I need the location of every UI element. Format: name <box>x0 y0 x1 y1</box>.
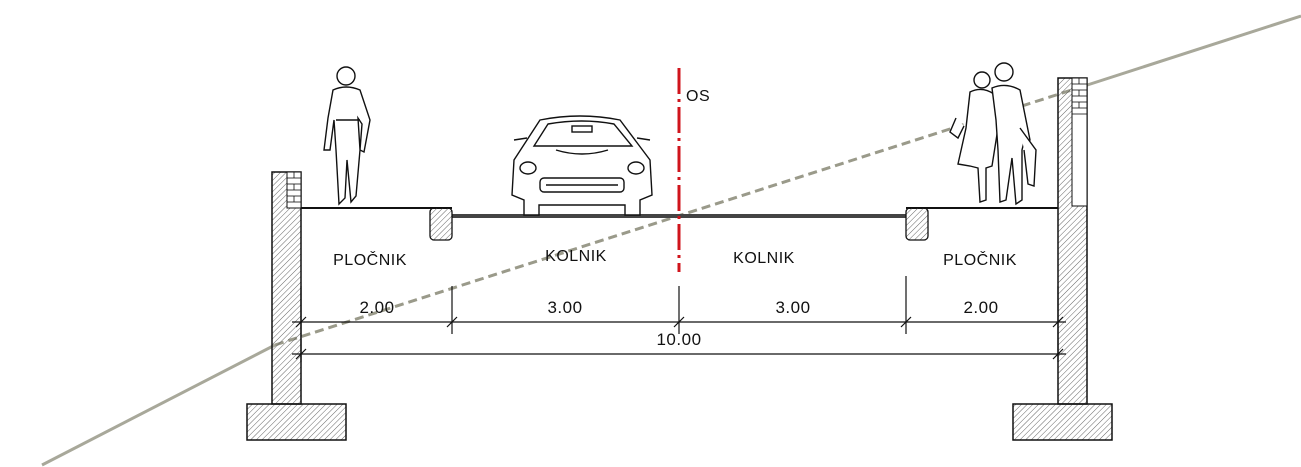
dim-left-sidewalk: 2.00 <box>359 298 395 317</box>
man-walking-icon <box>323 66 371 206</box>
couple-walking-icon <box>949 62 1037 206</box>
left-sidewalk-label: PLOČNIK <box>333 252 407 269</box>
left-wall <box>246 171 347 441</box>
terrain-line <box>41 14 1301 467</box>
right-lane-label: KOLNIK <box>733 250 795 267</box>
left-lane-label: KOLNIK <box>545 248 607 265</box>
axis-label: OS <box>686 88 711 105</box>
right-wall <box>1012 77 1113 441</box>
dim-left-lane: 3.00 <box>547 298 583 317</box>
dim-total: 10.00 <box>656 330 702 349</box>
car-front-icon <box>511 115 653 216</box>
dim-right-lane: 3.00 <box>775 298 811 317</box>
right-sidewalk-label: PLOČNIK <box>943 252 1017 269</box>
dimension-lines <box>292 276 1066 362</box>
dim-right-sidewalk: 2.00 <box>963 298 999 317</box>
